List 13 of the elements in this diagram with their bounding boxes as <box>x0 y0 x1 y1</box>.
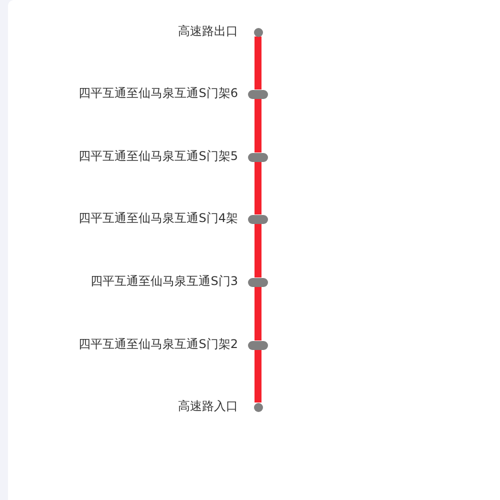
location-label: 四平互通至仙马泉互通S门4架 <box>78 211 238 225</box>
route-line <box>254 350 262 402</box>
route-line <box>254 162 262 214</box>
location-label: 高速路入口 <box>178 399 238 413</box>
route-line <box>254 224 262 278</box>
location-label: 四平互通至仙马泉互通S门3 <box>90 274 238 288</box>
location-label: 四平互通至仙马泉互通S门架6 <box>78 86 238 100</box>
route-line <box>254 286 262 340</box>
route-line <box>254 36 262 90</box>
location-label: 四平互通至仙马泉互通S门架5 <box>78 149 238 163</box>
location-label: 高速路出口 <box>178 24 238 38</box>
route-line <box>254 98 262 152</box>
location-label: 四平互通至仙马泉互通S门架2 <box>78 337 238 351</box>
